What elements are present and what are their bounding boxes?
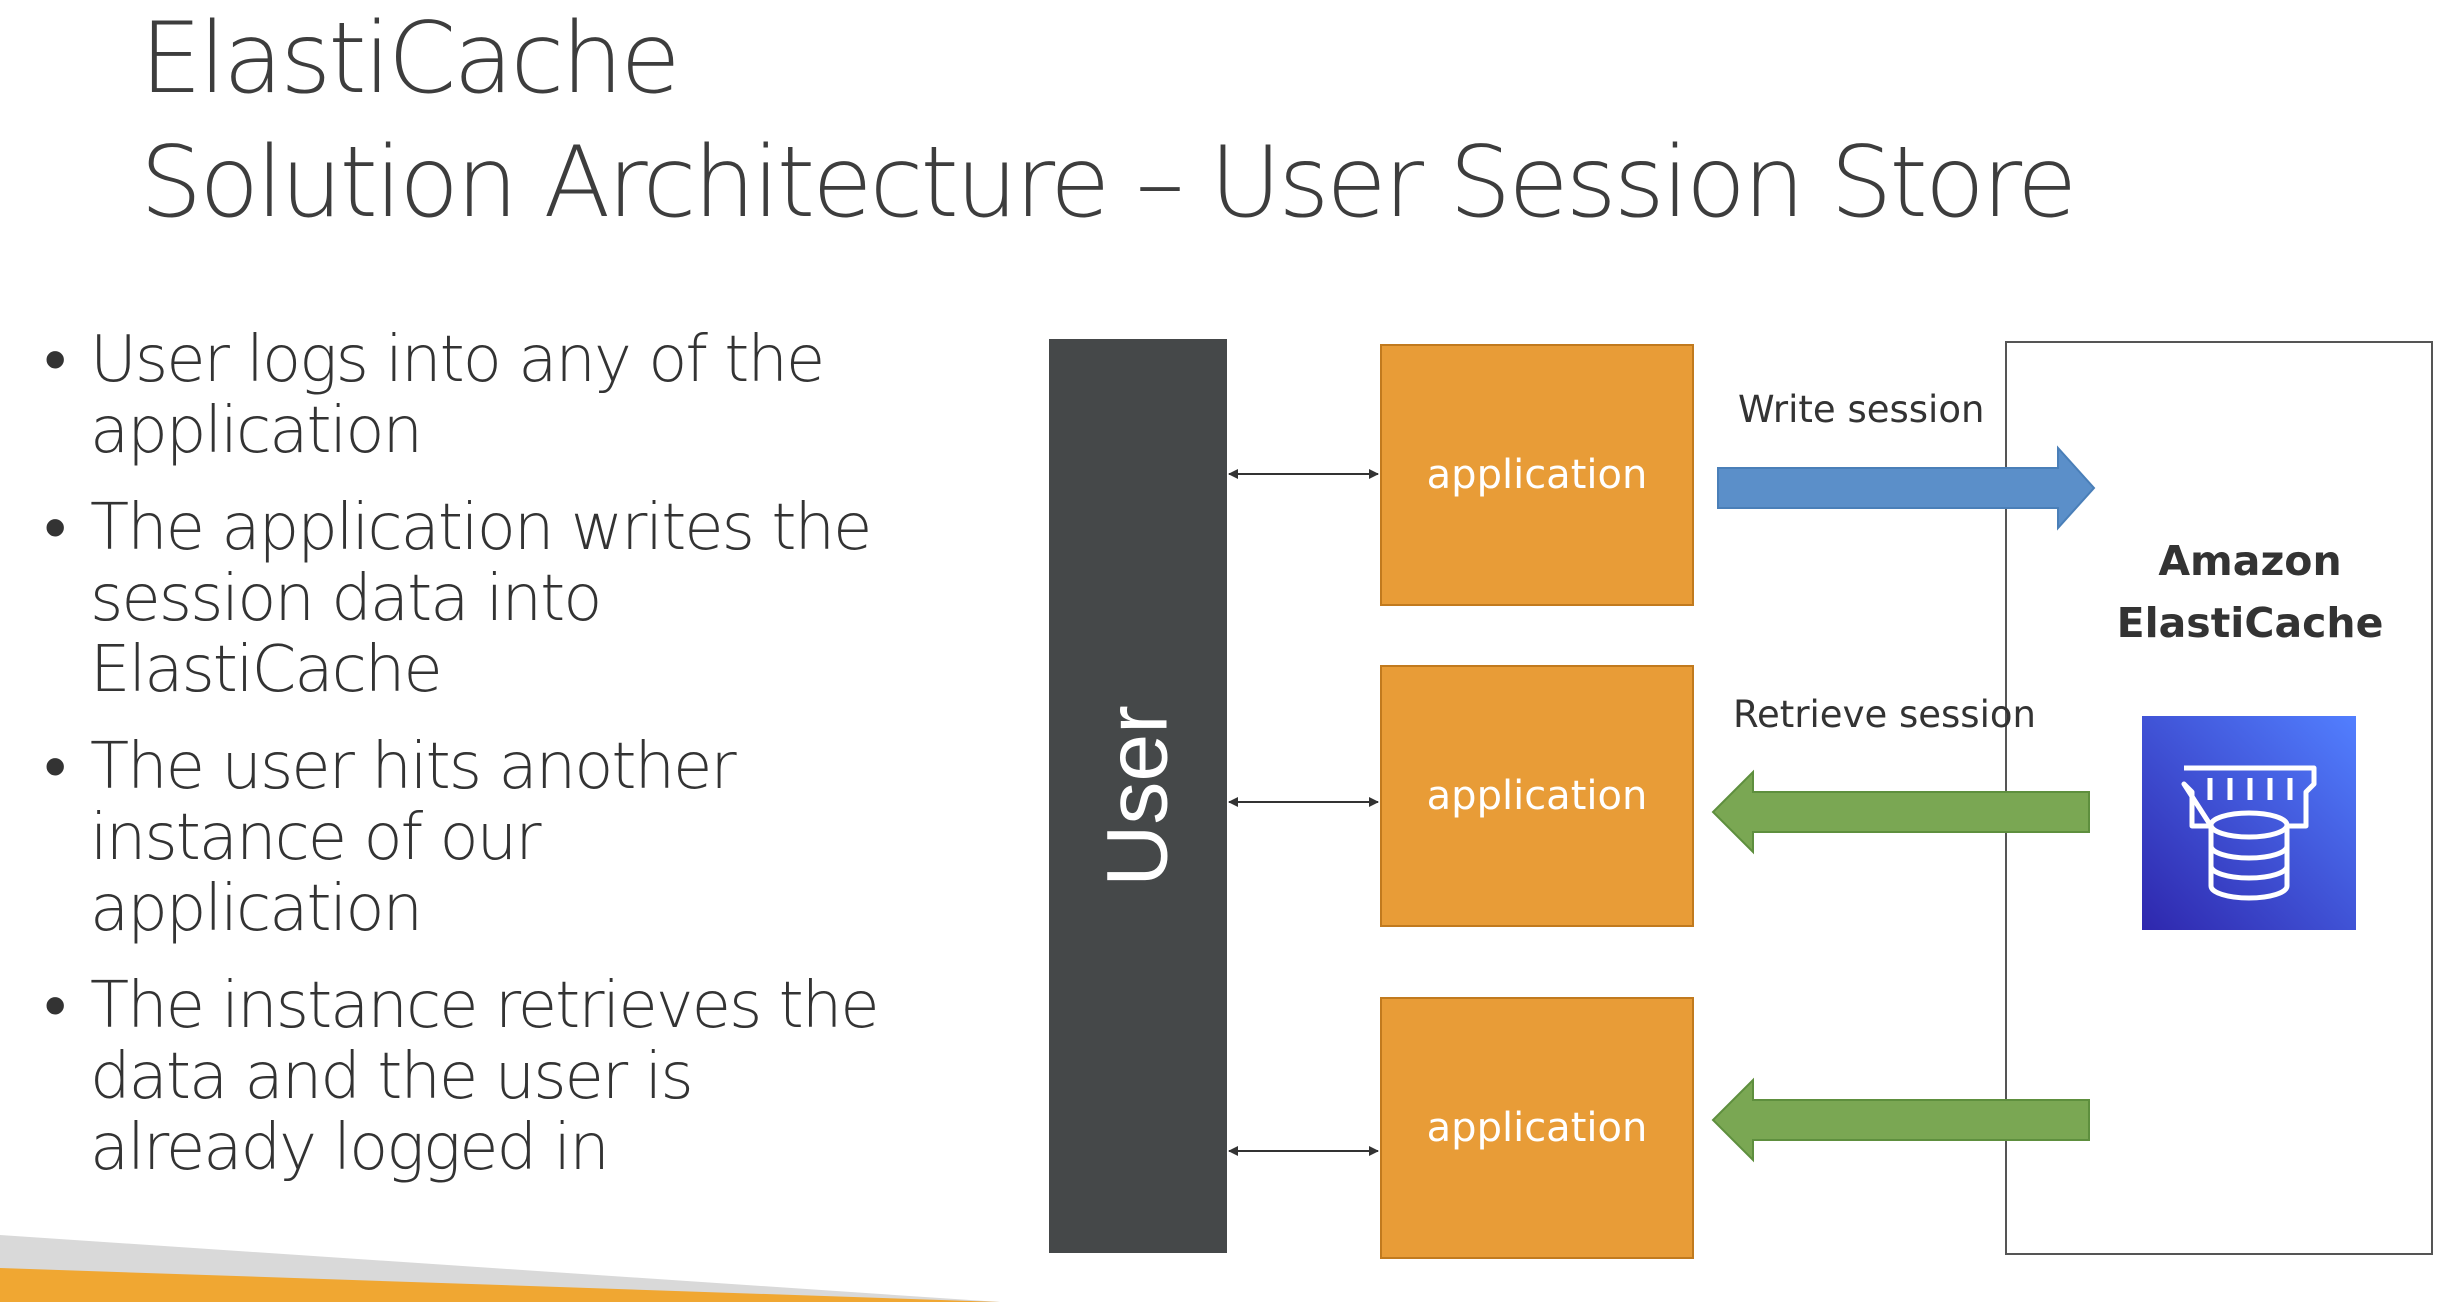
elasticache-name-line1: Amazon: [2158, 537, 2342, 585]
write-session-label: Write session: [1738, 388, 1985, 431]
slide-title: ElastiCache: [140, 2, 681, 116]
retrieve-session-label: Retrieve session: [1733, 693, 2036, 736]
bullet-item: The instance retrieves the data and the …: [44, 971, 884, 1184]
application-label: application: [1426, 452, 1648, 498]
retrieve-session-arrow: [1711, 769, 2090, 855]
bullet-item: User logs into any of the application: [44, 325, 884, 467]
user-bar: User: [1049, 339, 1227, 1253]
application-box: application: [1380, 344, 1694, 606]
application-box: application: [1380, 665, 1694, 927]
elasticache-icon: [2142, 716, 2356, 930]
elasticache-name-line2: ElastiCache: [2116, 599, 2384, 647]
write-session-arrow: [1717, 445, 2096, 531]
application-box: application: [1380, 997, 1694, 1259]
bullet-list: User logs into any of the application Th…: [44, 325, 884, 1210]
application-label: application: [1426, 773, 1648, 819]
bullet-item: The application writes the session data …: [44, 493, 884, 706]
application-label: application: [1426, 1105, 1648, 1151]
retrieve-session-arrow: [1711, 1077, 2090, 1163]
slide-subtitle: Solution Architecture – User Session Sto…: [140, 126, 2077, 240]
footer-decoration: [0, 1235, 1000, 1302]
elasticache-icon-graphic: [2181, 765, 2317, 901]
elasticache-name: Amazon ElastiCache: [2055, 530, 2440, 654]
bullet-item: The user hits another instance of our ap…: [44, 732, 884, 945]
